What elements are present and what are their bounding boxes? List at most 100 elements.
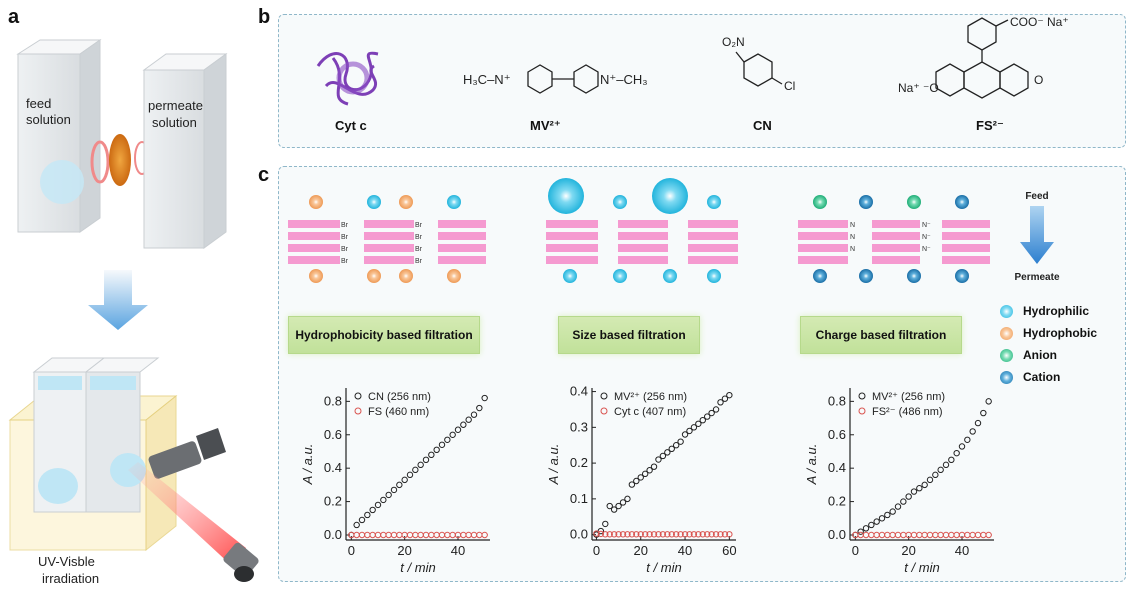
data-point xyxy=(449,531,456,539)
data-point xyxy=(637,531,644,538)
data-point xyxy=(619,499,627,506)
data-point xyxy=(873,531,880,539)
data-point xyxy=(417,531,424,539)
data-point xyxy=(894,503,902,510)
legend-marker xyxy=(600,392,608,400)
data-point xyxy=(374,531,382,539)
x-tick-label: 40 xyxy=(678,543,692,558)
y-tick-label: 0.3 xyxy=(570,419,588,434)
data-point xyxy=(615,531,622,538)
data-point xyxy=(353,531,360,539)
data-point xyxy=(610,531,618,538)
data-point xyxy=(985,398,992,405)
data-point xyxy=(353,521,360,529)
data-point xyxy=(708,409,715,417)
data-point xyxy=(668,445,675,453)
legend-item-cation: Cation xyxy=(1000,366,1120,388)
data-point xyxy=(422,456,430,464)
data-point xyxy=(964,436,971,443)
data-point xyxy=(937,466,944,474)
molecule-structures: H₃C–N⁺ N⁺–CH₃ O₂N Cl COO⁻ Na⁺ Na⁺ ⁻O O xyxy=(316,15,1069,106)
feed-cell xyxy=(16,39,102,233)
fs-structure xyxy=(935,17,1029,99)
data-point xyxy=(969,531,976,539)
br-label: Br xyxy=(341,258,349,265)
assembled-cell xyxy=(8,357,178,552)
data-point xyxy=(672,442,680,449)
data-point xyxy=(481,531,488,539)
data-point xyxy=(449,431,456,438)
data-point xyxy=(428,451,435,459)
cation-dot-icon xyxy=(1000,370,1013,384)
data-point xyxy=(633,531,640,538)
size-membrane xyxy=(546,178,738,283)
data-point xyxy=(454,426,462,433)
y-tick-label: 0.2 xyxy=(570,455,588,470)
data-point xyxy=(704,413,711,420)
data-point xyxy=(433,531,440,539)
data-point xyxy=(953,531,960,539)
data-point xyxy=(619,531,627,538)
data-point xyxy=(910,531,918,539)
x-tick-label: 20 xyxy=(901,543,915,558)
legend-label: Hydrophilic xyxy=(1023,304,1090,318)
data-point xyxy=(721,531,729,538)
data-point xyxy=(699,531,706,538)
data-point xyxy=(396,531,403,539)
n-minus-label: N⁻ xyxy=(922,222,931,229)
data-point xyxy=(460,421,467,428)
panel-letter-b: b xyxy=(258,6,271,28)
data-point xyxy=(374,501,382,509)
data-point xyxy=(690,424,698,431)
data-point xyxy=(412,466,419,474)
detector-icon xyxy=(223,542,259,582)
br-label: Br xyxy=(341,234,349,241)
data-point xyxy=(606,502,613,510)
cn-structure xyxy=(735,51,783,87)
data-point xyxy=(726,391,733,399)
charge-membrane: N N N N⁻ N⁻ N⁻ xyxy=(798,195,990,283)
data-point xyxy=(932,471,939,479)
legend-label: FS²⁻ (486 nm) xyxy=(872,406,943,418)
flow-permeate-label: Permeate xyxy=(1014,272,1059,283)
feed-label-line2: solution xyxy=(26,112,71,127)
data-point xyxy=(717,531,724,538)
br-label: Br xyxy=(415,222,423,229)
data-point xyxy=(937,531,944,539)
data-point xyxy=(926,476,934,484)
data-point xyxy=(862,531,870,539)
legend-label: MV²⁺ (256 nm) xyxy=(872,391,945,403)
banner-hydrophobicity: Hydrophobicity based filtration xyxy=(288,316,480,354)
data-point xyxy=(884,531,891,539)
data-point xyxy=(412,531,419,539)
molecules-box xyxy=(278,14,1126,148)
data-point xyxy=(926,531,934,539)
data-point xyxy=(699,416,706,424)
data-point xyxy=(884,511,891,519)
data-point xyxy=(681,531,689,538)
data-point xyxy=(444,531,451,539)
data-point xyxy=(401,476,408,484)
o-ring-left xyxy=(90,140,110,184)
data-point xyxy=(916,485,923,492)
data-point xyxy=(686,427,693,435)
data-point xyxy=(857,531,864,539)
data-point xyxy=(868,521,875,529)
molecule-name-fs: FS²⁻ xyxy=(976,118,1004,133)
data-point xyxy=(606,531,613,538)
molecule-name-cyt-c: Cyt c xyxy=(335,118,367,133)
data-point xyxy=(695,531,702,538)
data-point xyxy=(942,461,950,469)
hydrophobic-dot-icon xyxy=(1000,326,1013,340)
legend-item-anion: Anion xyxy=(1000,344,1120,366)
data-point xyxy=(476,531,483,539)
data-point xyxy=(942,531,950,539)
banner-size: Size based filtration xyxy=(558,316,700,354)
membrane-disk xyxy=(109,134,131,186)
fs-group-3: O xyxy=(1034,73,1043,87)
y-tick-label: 0.6 xyxy=(324,427,342,442)
mv-formula-left: H₃C–N⁺ xyxy=(463,72,511,87)
legend-label: Hydrophobic xyxy=(1023,326,1097,340)
n-label: N xyxy=(850,234,855,241)
data-point xyxy=(953,449,960,457)
